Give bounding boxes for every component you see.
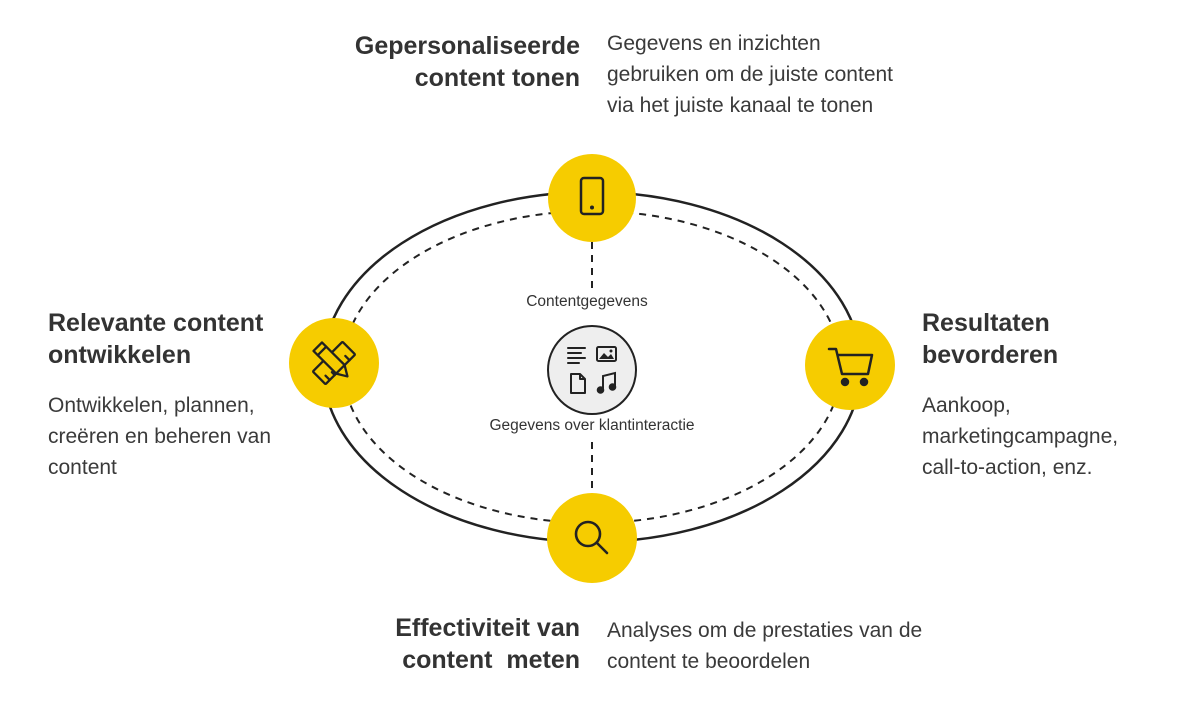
image-icon	[596, 346, 617, 362]
right-node-title: Resultaten bevorderen	[922, 307, 1172, 371]
desc-line: Analyses om de prestaties van de	[607, 619, 923, 642]
text-lines-icon	[567, 347, 586, 364]
desc-line: marketingcampagne,	[922, 425, 1119, 448]
title-line: Gepersonaliseerde	[354, 32, 580, 60]
center-hub	[547, 325, 637, 415]
music-note-icon	[596, 371, 617, 394]
desc-line: Ontwikkelen, plannen,	[48, 394, 255, 417]
title-line: bevorderen	[922, 341, 1059, 369]
desc-line: content	[48, 456, 117, 479]
top-node-title: Gepersonaliseerde content tonen	[300, 30, 580, 94]
left-node-title: Relevante content ontwikkelen	[48, 307, 308, 371]
desc-line: via het juiste kanaal te tonen	[607, 94, 874, 117]
left-node-description: Ontwikkelen, plannen, creëren en beheren…	[48, 390, 308, 483]
desc-line: Gegevens en inzichten	[607, 32, 821, 55]
shopping-cart-icon	[827, 347, 874, 387]
desc-line: creëren en beheren van	[48, 425, 271, 448]
node-right	[805, 320, 895, 410]
right-node-description: Aankoop, marketingcampagne, call-to-acti…	[922, 390, 1172, 483]
center-bottom-label: Gegevens over klantinteractie	[489, 417, 695, 434]
desc-line: gebruiken om de juiste content	[607, 63, 894, 86]
pencil-ruler-icon	[312, 341, 356, 385]
title-line: Resultaten	[922, 309, 1050, 337]
title-line: Effectiviteit van	[395, 614, 580, 642]
top-node-description: Gegevens en inzichten gebruiken om de ju…	[607, 28, 987, 121]
node-top	[548, 154, 636, 242]
node-bottom	[547, 493, 637, 583]
desc-line: call-to-action, enz.	[922, 456, 1093, 479]
document-icon	[570, 373, 586, 394]
title-line: content tonen	[414, 64, 580, 92]
node-left	[289, 318, 379, 408]
bottom-node-description: Analyses om de prestaties van de content…	[607, 615, 1007, 677]
bottom-node-title: Effectiviteit van content meten	[300, 612, 580, 676]
title-line: content meten	[402, 646, 580, 674]
desc-line: content te beoordelen	[607, 650, 811, 673]
title-line: Relevante content	[48, 309, 264, 337]
title-line: ontwikkelen	[48, 341, 192, 369]
desc-line: Aankoop,	[922, 394, 1011, 417]
smartphone-icon	[579, 176, 605, 216]
magnifier-icon	[574, 520, 609, 555]
center-top-label: Contentgegevens	[526, 293, 648, 310]
